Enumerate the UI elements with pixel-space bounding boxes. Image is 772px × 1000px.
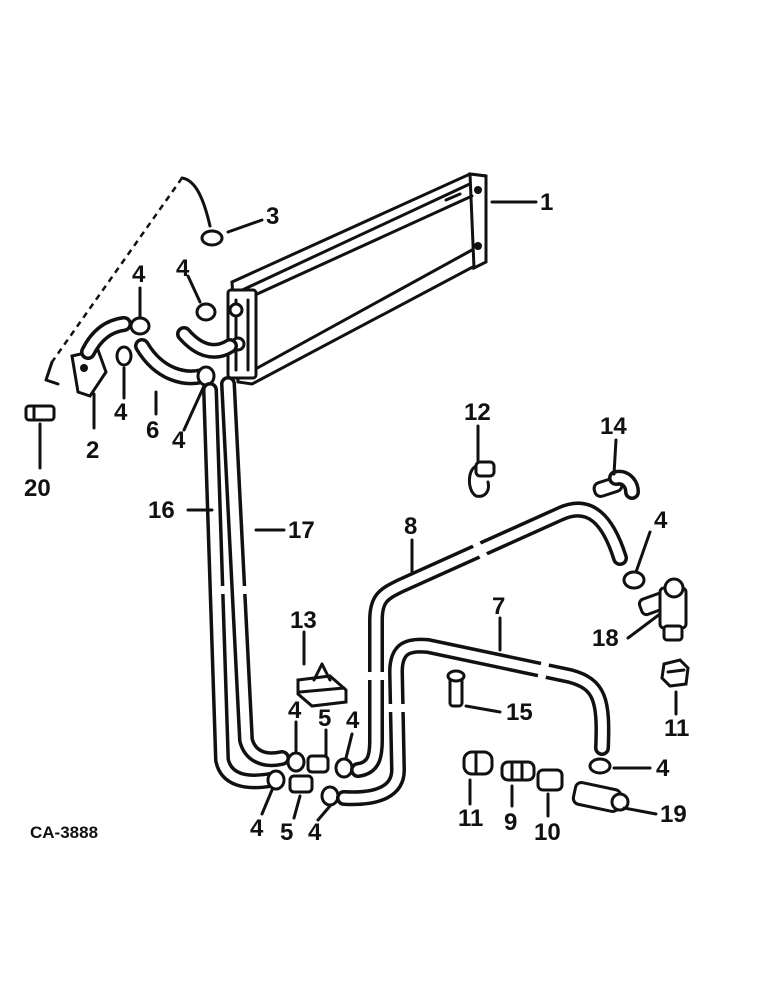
- lower-clamps-connectors: [266, 751, 354, 807]
- valve-18: [622, 570, 688, 642]
- callout-6: 6: [146, 417, 159, 444]
- callout-17: 17: [288, 517, 315, 544]
- callout-4-valve: 4: [656, 755, 670, 782]
- bracket-13: [296, 662, 348, 708]
- callout-12: 12: [464, 399, 491, 426]
- clip-12: [468, 460, 496, 498]
- callout-19: 19: [660, 801, 687, 828]
- callouts: 1 2 3 4 4 4 4 4 4 4 4 4 4 5 5 6 7 8 9 10…: [24, 189, 689, 846]
- valve-bracket: [44, 316, 132, 398]
- callout-5-upper: 5: [318, 705, 331, 732]
- hose-7: [336, 637, 611, 807]
- heater-core: [226, 172, 488, 386]
- callout-3: 3: [266, 203, 279, 230]
- leader-lines: [38, 200, 678, 822]
- bolt-15: [446, 669, 466, 708]
- elbow-14: [592, 469, 640, 500]
- callout-4-mid: 4: [172, 427, 186, 454]
- callout-14: 14: [600, 413, 627, 440]
- cable-clip: [180, 176, 224, 247]
- part-20-clip: [24, 404, 56, 422]
- callout-15: 15: [506, 699, 533, 726]
- callout-16: 16: [148, 497, 175, 524]
- callout-4-top-mid: 4: [176, 255, 190, 282]
- callout-1: 1: [540, 189, 553, 216]
- control-cable-dashed: [50, 177, 184, 363]
- callout-11-lower: 11: [458, 805, 483, 832]
- callout-10: 10: [534, 819, 561, 846]
- callout-11-right: 11: [664, 715, 689, 742]
- callout-13: 13: [290, 607, 317, 634]
- callout-4-right: 4: [654, 507, 668, 534]
- callout-7: 7: [492, 593, 505, 620]
- callout-5-lower: 5: [280, 819, 293, 846]
- drawing-code: CA-3888: [30, 823, 98, 842]
- long-hose-17: [220, 376, 290, 768]
- hose-8: [350, 501, 628, 778]
- callout-2: 2: [86, 437, 99, 464]
- callout-4-lower-a: 4: [288, 697, 302, 724]
- callout-4-lower-d: 4: [308, 819, 322, 846]
- callout-9: 9: [504, 809, 517, 836]
- callout-4-mid-left: 4: [114, 399, 128, 426]
- fittings-lower: [462, 750, 630, 813]
- callout-20: 20: [24, 475, 51, 502]
- callout-4-top-left: 4: [132, 261, 146, 288]
- fitting-11-right: [660, 658, 690, 688]
- callout-4-lower-c: 4: [250, 815, 264, 842]
- callout-8: 8: [404, 513, 417, 540]
- callout-18: 18: [592, 625, 619, 652]
- callout-4-lower-b: 4: [346, 707, 360, 734]
- short-hose-6: [134, 326, 238, 386]
- clamp-near-valve: [588, 757, 612, 775]
